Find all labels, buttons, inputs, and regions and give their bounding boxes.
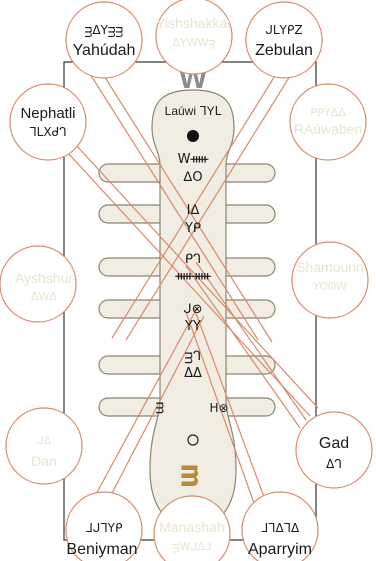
body-glyphs: Wᚔ ᐃO Iᐃ Yᑭ ᑭᒉ ᚔᚔ ᒍ⊗ YY ᴟᒉ ΔΔ ᴟ H⊗ bbox=[156, 152, 229, 415]
glyph-g4: Yᑭ bbox=[184, 221, 201, 236]
glyph-g5: ᑭᒉ bbox=[185, 252, 201, 267]
glyph-g7: ᒍ⊗ bbox=[183, 302, 202, 317]
circle-yahudah bbox=[65, 1, 143, 79]
glyph-g2: ᐃO bbox=[183, 170, 202, 185]
yahudah-script: ᴟᐃYᴟᴟ bbox=[85, 23, 124, 38]
circle-manashah bbox=[153, 495, 231, 561]
connector-lines bbox=[55, 57, 319, 525]
circle-yishshakkar bbox=[155, 0, 233, 75]
manashah-name: Manashah bbox=[159, 519, 224, 535]
manashah-script: ᴟWᒍᐃᒧ bbox=[172, 540, 211, 553]
glyph-g10: ΔΔ bbox=[184, 366, 202, 381]
gad-name: Gad bbox=[319, 435, 349, 452]
zebulan-name: Zebulan bbox=[255, 42, 313, 59]
yishshakkar-script: ᐃYWWᴟ bbox=[172, 36, 215, 49]
nephatli-name: Nephatli bbox=[20, 105, 75, 122]
circle-dan bbox=[5, 407, 83, 485]
ayshshur-name: Ayshshur bbox=[15, 270, 73, 286]
shamounn-name: Shamounn bbox=[296, 259, 364, 275]
circle-beniyman bbox=[65, 491, 143, 561]
body-label: Laúwi ᒣYᒪ bbox=[165, 104, 222, 118]
glyph-g1: Wᚔ bbox=[178, 152, 209, 167]
dan-name: Dan bbox=[31, 453, 57, 469]
glyph-g8: YY bbox=[184, 319, 201, 334]
glyph-g9: ᴟᒉ bbox=[185, 349, 201, 364]
yishshakkar-name: Yishshakkar bbox=[156, 15, 232, 31]
gad-script: ᐃᒉ bbox=[326, 457, 342, 471]
glyph-g6: ᚔᚔ bbox=[174, 269, 211, 284]
circle-gad bbox=[295, 411, 373, 489]
ayshshur-script: ᐃWᐃ bbox=[31, 290, 57, 303]
circle-raubaben bbox=[289, 83, 367, 161]
yahudah-name: Yahúdah bbox=[73, 42, 136, 59]
tribe-labels: ᴟᐃYᴟᴟ Yahúdah Yishshakkar ᐃYWWᴟ ᒍᒪYᑭZ Ze… bbox=[15, 15, 364, 558]
circle-aparryim bbox=[241, 491, 319, 561]
shamounn-script: YOᗰW bbox=[312, 280, 347, 293]
beniyman-name: Beniyman bbox=[66, 541, 137, 558]
glyph-left-hook: ᴟ bbox=[156, 399, 164, 414]
aparryim-script: ᒧᒣᐃᒣᐃ bbox=[261, 521, 300, 535]
raubaben-name: RAúwaben bbox=[294, 121, 363, 137]
bottom-accent-glyph: ᴟ bbox=[181, 457, 199, 487]
aparryim-name: Aparryim bbox=[248, 541, 312, 558]
head-dot bbox=[187, 130, 199, 142]
circle-nephatli bbox=[9, 83, 87, 161]
glyph-right-mark: H⊗ bbox=[209, 401, 228, 415]
raubaben-script: ᑭᑭYᐃᐃ bbox=[310, 106, 346, 119]
lower-ring bbox=[187, 434, 199, 446]
circle-zebulan bbox=[245, 1, 323, 79]
dan-script: ᒍᐃ bbox=[37, 434, 52, 447]
glyph-g3: Iᐃ bbox=[187, 203, 200, 218]
zebulan-script: ᒍᒪYᑭZ bbox=[265, 23, 302, 37]
circle-shamounn bbox=[291, 241, 369, 319]
beniyman-script: ᒧᒍᒣYᑭ bbox=[85, 521, 123, 535]
circle-ayshshur bbox=[0, 245, 77, 323]
nephatli-script: ᒣᒪXᑯᒉ bbox=[29, 125, 66, 139]
